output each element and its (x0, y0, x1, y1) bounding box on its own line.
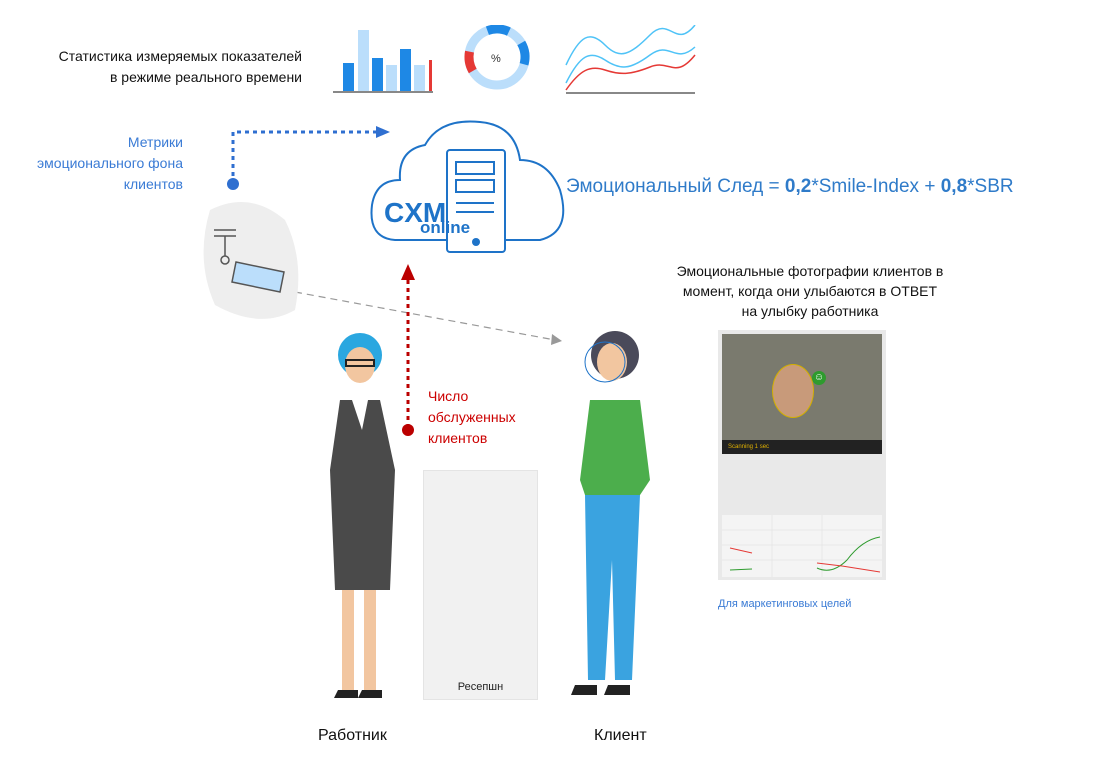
metrics-line-2: эмоционального фона (37, 155, 183, 171)
metrics-line-3: клиентов (123, 176, 183, 192)
served-dot (402, 424, 414, 436)
camera-icon (214, 229, 285, 293)
client-figure (571, 331, 650, 695)
stats-line-1: Статистика измеряемых показателей (58, 48, 302, 64)
formula-term2: *SBR (967, 176, 1014, 197)
reception-label: Ресепшн (457, 681, 504, 693)
photo-caption-line-1: Эмоциональные фотографии клиентов в (676, 263, 944, 279)
server-icon (446, 149, 506, 253)
emotion-graph (722, 515, 882, 577)
reception-desk: Ресепшн (423, 470, 538, 700)
arrow-head-icon (376, 126, 390, 138)
metrics-line-1: Метрики (127, 134, 183, 150)
stats-line-2: в режиме реального времени (109, 69, 302, 85)
arrow-up-icon (401, 264, 415, 280)
marketing-caption: Для маркетинговых целей (718, 598, 852, 610)
formula-prefix: Эмоциональный След = (566, 176, 785, 197)
percent-label: % (491, 53, 501, 65)
stats-icons: % (333, 25, 696, 94)
formula-coef1: 0,2 (784, 176, 812, 197)
metrics-caption: Метрики эмоционального фона клиентов (20, 132, 183, 195)
scan-status: Scanning 1 sec (722, 440, 882, 454)
stats-caption: Статистика измеряемых показателей в режи… (20, 46, 302, 88)
formula-term1: *Smile-Index + (811, 176, 941, 197)
formula-coef2: 0,8 (940, 176, 968, 197)
served-line-1: Число (428, 388, 469, 404)
metrics-arrow (231, 130, 378, 184)
worker-label: Работник (318, 727, 387, 744)
face-frame (772, 364, 814, 418)
camera-view-line (294, 291, 556, 341)
camera-photo: ☺ Scanning 1 sec (722, 334, 882, 454)
emotion-photo-panel: ☺ Scanning 1 sec (718, 330, 886, 580)
served-line-3: клиентов (428, 430, 488, 446)
cloud-sub: online (420, 218, 470, 237)
client-label: Клиент (594, 727, 647, 744)
photo-caption-line-2: момент, когда они улыбаются в ОТВЕТ (682, 283, 938, 299)
metrics-dot (227, 178, 239, 190)
line-chart-icon (565, 25, 696, 94)
cloud-brand: CXM (384, 197, 446, 228)
worker-figure (330, 333, 395, 698)
donut-chart-icon: % (464, 25, 530, 90)
formula: Эмоциональный След = 0,2*Smile-Index + 0… (566, 176, 1014, 198)
bar-chart-icon (333, 30, 433, 93)
served-line-2: обслуженных (428, 409, 516, 425)
served-caption: Число обслуженных клиентов (428, 386, 516, 449)
camera-backdrop (203, 202, 299, 319)
photo-caption-line-3: на улыбку работника (741, 303, 879, 319)
smile-icon: ☺ (812, 371, 826, 385)
photo-caption: Эмоциональные фотографии клиентов в моме… (640, 261, 980, 321)
